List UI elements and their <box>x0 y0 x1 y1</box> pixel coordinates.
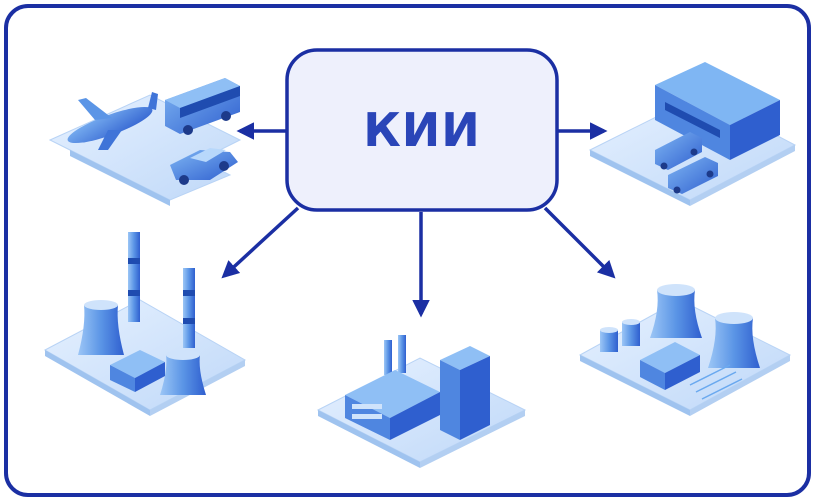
reactor-building-icon <box>640 342 700 390</box>
transport-illustration <box>48 78 242 206</box>
truck-icon-2 <box>668 157 718 194</box>
substation-icon <box>689 364 743 400</box>
arrow-to-nuclear-plant <box>543 206 616 279</box>
chimney-icon-1 <box>128 232 140 322</box>
hub-label: КИИ <box>363 103 481 157</box>
cooling-tower-icon-3 <box>650 284 702 338</box>
bus-icon <box>165 78 240 135</box>
hub-box <box>285 48 559 212</box>
thermal-power-plant-illustration <box>43 232 247 416</box>
logistics-warehouse-illustration <box>588 62 797 206</box>
arrows <box>221 122 616 318</box>
arrow-to-thermal-plant <box>221 206 300 279</box>
nuclear-power-plant-illustration <box>578 284 792 416</box>
factory-chimneys-icon <box>384 335 406 375</box>
storage-tanks-icon <box>600 319 640 352</box>
warehouse-icon <box>655 62 780 160</box>
truck-icon-1 <box>655 132 702 170</box>
cooling-tower-icon-1 <box>78 300 124 355</box>
factory-icon <box>345 346 490 440</box>
industrial-factory-illustration <box>316 335 527 468</box>
airplane-icon <box>67 92 158 150</box>
cooling-tower-icon-2 <box>160 350 206 395</box>
chimney-icon-2 <box>183 268 195 348</box>
car-icon <box>170 148 238 185</box>
cooling-tower-icon-4 <box>708 312 760 368</box>
boiler-building-icon <box>110 350 165 392</box>
